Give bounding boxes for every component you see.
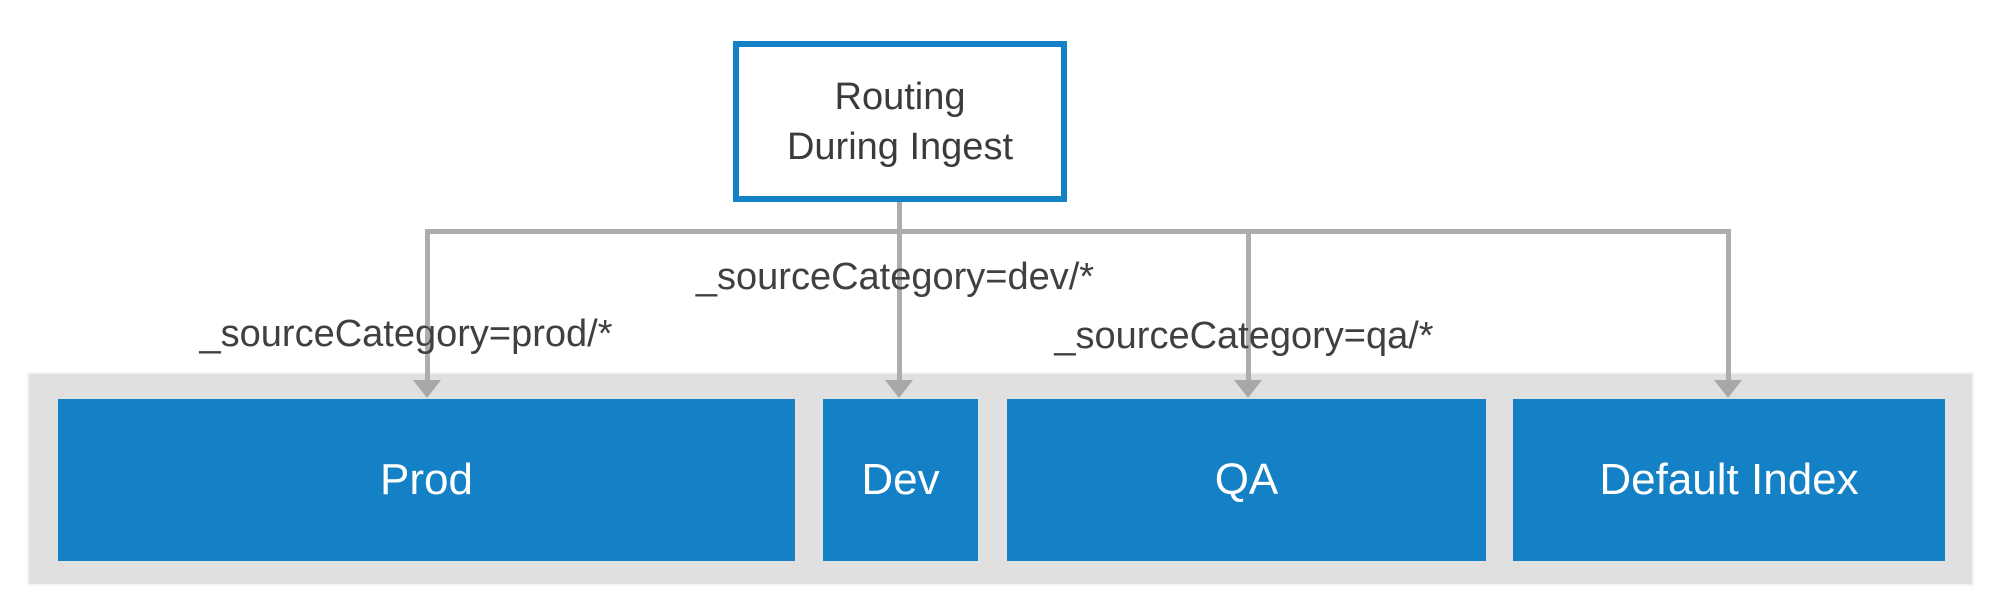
edge-label-dev: _sourceCategory=dev/*	[695, 256, 1095, 298]
root-node-label-line1: Routing	[834, 75, 966, 118]
connector-branch-qa	[1246, 229, 1251, 382]
index-node-prod: Prod	[58, 399, 795, 561]
index-node-qa: QA	[1007, 399, 1486, 561]
index-node-prod-label: Prod	[380, 455, 473, 504]
index-node-qa-label: QA	[1214, 455, 1279, 504]
index-node-default-index-label: Default Index	[1599, 455, 1859, 504]
edge-label-qa: _sourceCategory=qa/*	[1054, 315, 1434, 357]
arrow-down-default-index-icon	[1714, 380, 1742, 398]
index-node-dev: Dev	[823, 399, 978, 561]
edge-label-prod: _sourceCategory=prod/*	[199, 313, 613, 355]
connector-trunk	[425, 229, 1731, 234]
connector-branch-prod	[425, 229, 430, 382]
root-node: Routing During Ingest	[733, 41, 1067, 202]
index-node-dev-label: Dev	[861, 455, 940, 504]
index-node-default-index: Default Index	[1513, 399, 1945, 561]
arrow-down-prod-icon	[413, 380, 441, 398]
arrow-down-dev-icon	[885, 380, 913, 398]
connector-root-stub	[897, 202, 902, 234]
connector-branch-default-index	[1726, 229, 1731, 382]
connector-branch-dev	[897, 229, 902, 382]
arrow-down-qa-icon	[1234, 380, 1262, 398]
root-node-label-line2: During Ingest	[786, 125, 1013, 168]
